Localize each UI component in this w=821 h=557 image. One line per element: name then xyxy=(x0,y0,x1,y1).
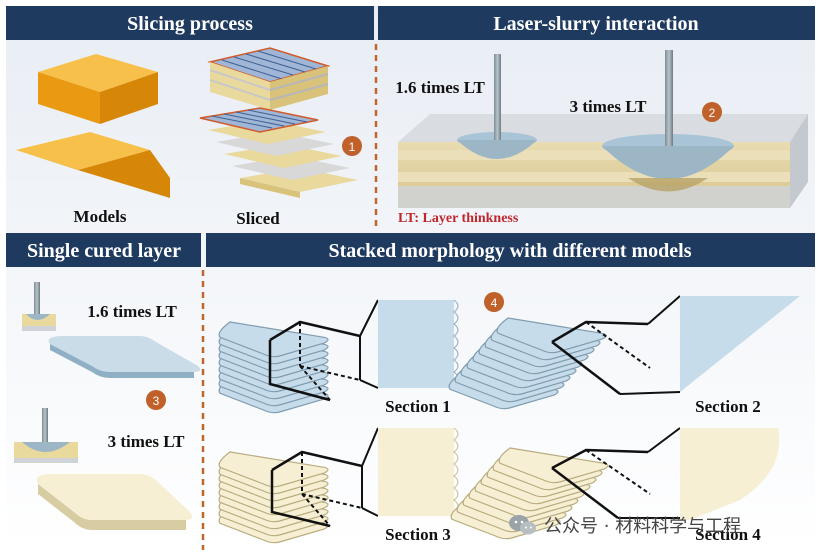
laser-spot-small xyxy=(457,132,537,159)
label-models: Models xyxy=(74,207,127,226)
section-4-label: Section 4 xyxy=(695,525,761,544)
sliced-block xyxy=(207,47,331,110)
title-slicing: Slicing process xyxy=(127,13,253,35)
section-4-profile xyxy=(680,428,780,520)
title-single: Single cured layer xyxy=(27,240,181,262)
stack-3 xyxy=(218,427,379,544)
badge-3 xyxy=(146,390,166,410)
stack-2 xyxy=(448,295,681,410)
cured-layer-cream xyxy=(36,474,193,530)
title-laser: Laser-slurry interaction xyxy=(493,13,698,35)
model-slanted xyxy=(16,132,170,198)
lt-note: LT: Layer thinkness xyxy=(398,211,519,226)
stack-1 xyxy=(218,299,379,414)
header-slicing xyxy=(6,6,374,40)
cured-layer-blue xyxy=(48,336,201,378)
section-3-label: Section 3 xyxy=(385,525,451,544)
laser-spot-large xyxy=(602,134,734,192)
label-sliced: Sliced xyxy=(236,209,280,228)
sliced-stack xyxy=(199,107,358,198)
section-1-label: Section 1 xyxy=(385,397,451,416)
badge-4 xyxy=(484,292,504,312)
section-3-profile xyxy=(378,427,459,516)
badge-2 xyxy=(702,102,722,122)
badge-3-text: 3 xyxy=(153,394,160,408)
header-laser xyxy=(378,6,815,40)
mini-laser-bottom xyxy=(14,408,78,463)
section-2-profile xyxy=(680,296,800,392)
badge-1 xyxy=(342,136,362,156)
header-stacked xyxy=(206,233,815,267)
model-box xyxy=(38,54,158,124)
laser-rod-right xyxy=(665,50,673,146)
wechat-icon xyxy=(509,515,536,535)
watermark-text: 公众号 · 材料科学与工程 xyxy=(544,516,742,537)
badge-2-text: 2 xyxy=(709,106,716,120)
label-1-6-lt: 1.6 times LT xyxy=(395,78,485,97)
section-1-profile xyxy=(378,299,459,388)
label-single-top: 1.6 times LT xyxy=(87,302,177,321)
label-single-bottom: 3 times LT xyxy=(108,432,185,451)
watermark: 公众号 · 材料科学与工程 xyxy=(508,510,808,540)
section-2-label: Section 2 xyxy=(695,397,761,416)
mini-laser-top xyxy=(22,282,56,331)
badge-4-text: 4 xyxy=(491,296,498,310)
title-stacked: Stacked morphology with different models xyxy=(329,240,692,262)
stack-4 xyxy=(450,427,681,540)
slurry-tank xyxy=(398,114,808,208)
badge-1-text: 1 xyxy=(349,140,356,154)
header-single xyxy=(6,233,201,267)
label-3-lt: 3 times LT xyxy=(570,97,647,116)
laser-rod-left xyxy=(494,54,501,140)
